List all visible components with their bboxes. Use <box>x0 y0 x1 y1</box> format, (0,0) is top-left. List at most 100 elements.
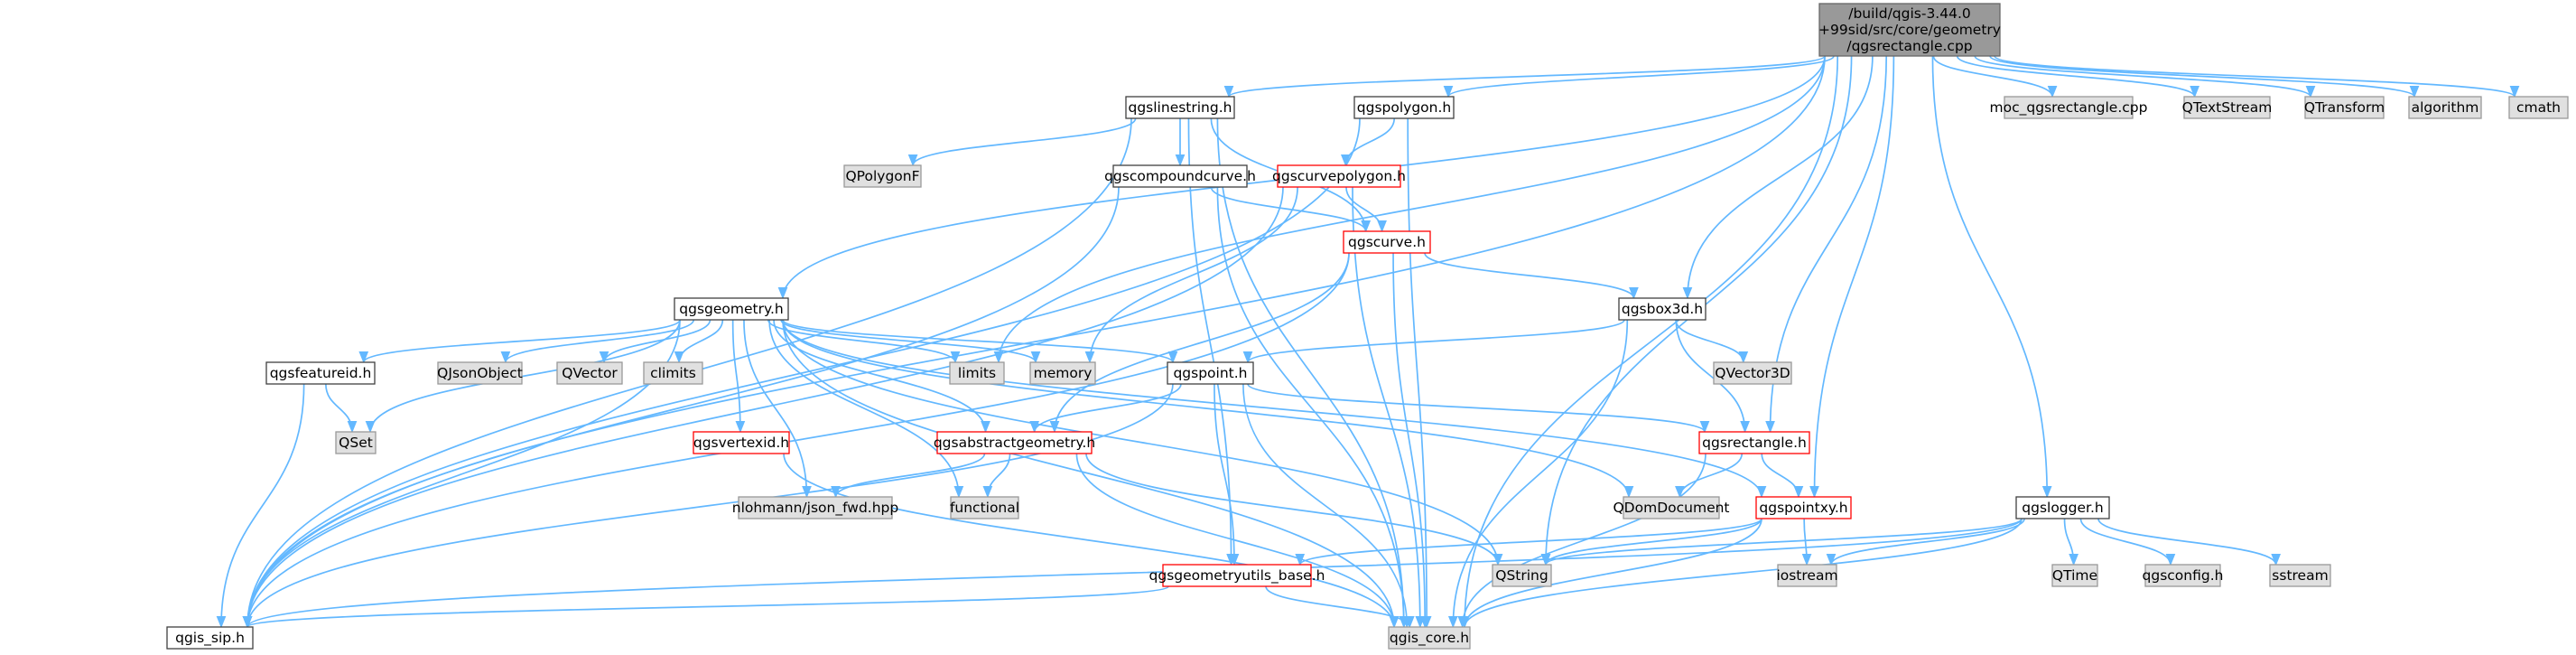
edge-geometry-to-memory <box>780 319 1041 364</box>
edges-layer <box>216 55 2520 629</box>
node-qtime[interactable]: QTime <box>2051 564 2098 587</box>
node-rectangle[interactable]: qgsrectangle.h <box>1698 431 1810 454</box>
node-box-curve <box>1343 230 1431 254</box>
node-label-moc: moc_qgsrectangle.cpp <box>1990 99 2148 117</box>
edge-pointxy-to-iostream <box>1801 518 1812 566</box>
node-box-curvepolygon <box>1277 164 1401 188</box>
node-label-nlohmann: nlohmann/json_fwd.hpp <box>732 500 898 517</box>
edge-root-to-moc <box>1932 55 2058 98</box>
node-box-polygon <box>1353 96 1455 119</box>
node-curve[interactable]: qgscurve.h <box>1343 230 1431 254</box>
edge-root-to-qgis_sip <box>242 55 1826 629</box>
edge-geometry-to-functional <box>768 319 964 499</box>
edge-box3d-to-rectangle <box>1675 319 1751 434</box>
node-moc[interactable]: moc_qgsrectangle.cpp <box>1990 96 2148 119</box>
node-qvector3d[interactable]: QVector3D <box>1713 361 1792 385</box>
edge-root-to-box3d <box>1682 55 1874 300</box>
node-functional[interactable]: functional <box>950 496 1019 519</box>
edge-root-to-logger <box>1931 55 2052 499</box>
node-abstractgeometry[interactable]: qgsabstractgeometry.h <box>934 431 1095 454</box>
node-pointxy[interactable]: qgspointxy.h <box>1755 496 1852 519</box>
edge-geometry-to-limits <box>767 319 961 364</box>
node-qgis_core[interactable]: qgis_core.h <box>1388 626 1471 650</box>
edge-polygon-to-qgis_core <box>1407 117 1432 629</box>
edge-curve-to-qgis_core <box>1392 252 1430 629</box>
node-qset[interactable]: QSet <box>335 431 377 454</box>
node-label-qgis_sip: qgis_sip.h <box>175 630 245 647</box>
node-box-qset <box>335 431 377 454</box>
nodes-layer: /build/qgis-3.44.0+99sid/src/core/geomet… <box>166 3 2569 650</box>
node-box-qgis_core <box>1388 626 1471 650</box>
edge-logger-to-qtime <box>2063 518 2079 566</box>
node-box-qvector3d <box>1713 361 1792 385</box>
node-vertexid[interactable]: qgsvertexid.h <box>693 431 790 454</box>
node-qjsonobject[interactable]: QJsonObject <box>437 361 523 385</box>
node-polygon[interactable]: qgspolygon.h <box>1353 96 1455 119</box>
edge-vertexid-to-qgis_core <box>783 453 1400 629</box>
edge-abstractgeometry-to-functional <box>982 453 1011 499</box>
node-geometryutils[interactable]: qgsgeometryutils_base.h <box>1149 564 1325 587</box>
node-point[interactable]: qgspoint.h <box>1167 361 1254 385</box>
node-label-sstream: sstream <box>2272 567 2328 584</box>
node-iostream[interactable]: iostream <box>1776 564 1838 587</box>
edge-rectangle-to-qdomdocument <box>1674 453 1744 499</box>
node-label-iostream: iostream <box>1776 567 1837 584</box>
node-label-curve: qgscurve.h <box>1348 234 1426 250</box>
node-algorithm[interactable]: algorithm <box>2408 96 2482 119</box>
node-box-nlohmann <box>738 496 893 519</box>
node-qgsconfig[interactable]: qgsconfig.h <box>2143 564 2224 587</box>
node-logger[interactable]: qgslogger.h <box>2015 496 2110 519</box>
node-box-compoundcurve <box>1112 164 1248 188</box>
edge-point-to-geometryutils <box>1214 383 1240 566</box>
edge-rectangle-to-qgis_core <box>1457 453 1706 629</box>
node-climits[interactable]: climits <box>643 361 703 385</box>
node-qtransform[interactable]: QTransform <box>2304 96 2385 119</box>
node-featureid[interactable]: qgsfeatureid.h <box>265 361 376 385</box>
edge-geometry-to-qgis_core <box>782 319 1400 629</box>
node-qgis_sip[interactable]: qgis_sip.h <box>166 626 254 650</box>
edge-compoundcurve-to-curve <box>1210 186 1371 233</box>
node-cmath[interactable]: cmath <box>2508 96 2569 119</box>
node-box3d[interactable]: qgsbox3d.h <box>1618 297 1706 321</box>
edge-geometry-to-vertexid <box>731 319 746 434</box>
node-qstring[interactable]: QString <box>1492 564 1552 587</box>
node-box-geometry <box>674 297 789 321</box>
node-memory[interactable]: memory <box>1029 361 1096 385</box>
node-label-qvector3d: QVector3D <box>1715 365 1790 381</box>
edge-curve-to-qgis_sip <box>242 252 1350 629</box>
node-box-qgis_sip <box>166 626 254 650</box>
edge-polygon-to-qgis_sip <box>242 117 1361 629</box>
edge-geometry-to-qdomdocument <box>782 319 1634 499</box>
edge-pointxy-to-geometryutils <box>1295 518 1762 566</box>
node-qdomdocument[interactable]: QDomDocument <box>1613 496 1730 519</box>
node-linestring[interactable]: qgslinestring.h <box>1125 96 1235 119</box>
edge-box3d-to-qvector3d <box>1675 319 1749 364</box>
node-label-geometry: qgsgeometry.h <box>679 301 783 317</box>
node-label-qvector: QVector <box>562 365 618 381</box>
node-qtextstream[interactable]: QTextStream <box>2182 96 2273 119</box>
node-compoundcurve[interactable]: qgscompoundcurve.h <box>1104 164 1256 188</box>
node-box-pointxy <box>1755 496 1852 519</box>
edge-pointxy-to-qstring <box>1540 518 1762 566</box>
node-box-box3d <box>1618 297 1706 321</box>
node-qvector[interactable]: QVector <box>556 361 623 385</box>
node-box-algorithm <box>2408 96 2482 119</box>
node-label-linestring: qgslinestring.h <box>1129 99 1232 116</box>
edge-geometry-to-qset <box>365 319 681 434</box>
node-limits[interactable]: limits <box>949 361 1005 385</box>
edge-curve-to-abstractgeometry <box>1049 252 1350 434</box>
node-sstream[interactable]: sstream <box>2269 564 2331 587</box>
edge-abstractgeometry-to-nlohmann <box>831 453 986 499</box>
node-box-iostream <box>1777 564 1837 587</box>
edge-logger-to-qgsconfig <box>2079 518 2176 566</box>
node-label-pointxy: qgspointxy.h <box>1759 500 1847 516</box>
edge-linestring-to-geometryutils <box>1187 117 1237 566</box>
node-curvepolygon[interactable]: qgscurvepolygon.h <box>1272 164 1406 188</box>
node-nlohmann[interactable]: nlohmann/json_fwd.hpp <box>732 496 898 519</box>
node-geometry[interactable]: qgsgeometry.h <box>674 297 789 321</box>
node-root[interactable]: /build/qgis-3.44.0+99sid/src/core/geomet… <box>1818 3 2001 57</box>
node-box-limits <box>949 361 1005 385</box>
node-label-root-0: /build/qgis-3.44.0 <box>1848 5 1971 22</box>
node-qpolygonf[interactable]: QPolygonF <box>843 164 922 188</box>
edge-logger-to-iostream <box>1826 518 2025 566</box>
